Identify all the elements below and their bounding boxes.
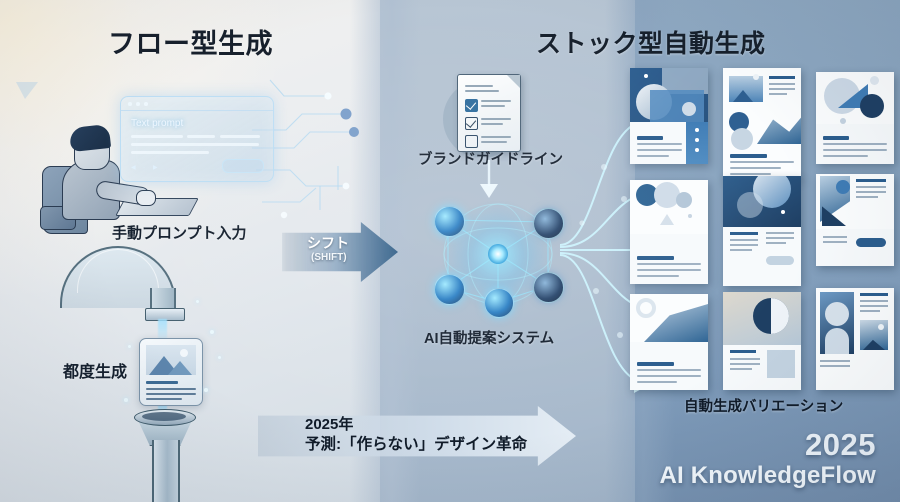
document-card[interactable]	[630, 294, 708, 390]
brand-label: AI KnowledgeFlow	[659, 462, 876, 489]
prediction-line-1: 2025年	[305, 416, 354, 433]
document-card[interactable]	[816, 72, 894, 164]
generated-image-card	[139, 338, 203, 406]
document-card[interactable]	[816, 174, 894, 266]
right-panel-title: ストック型自動生成	[536, 30, 766, 58]
person-at-computer-illustration	[36, 118, 199, 234]
brand-guideline-label: ブランドガイドライン	[418, 152, 563, 168]
year-label: 2025	[805, 427, 876, 462]
speech-bubble-tail	[16, 82, 38, 99]
drain-pipe	[152, 440, 180, 502]
prompt-send-button[interactable]	[222, 159, 264, 173]
funnel-rim-inner	[142, 412, 186, 421]
network-node-3	[434, 274, 465, 305]
window-dot-1	[128, 102, 132, 106]
brand-guideline-document-icon	[457, 74, 521, 152]
document-card[interactable]	[630, 68, 708, 164]
prediction-line-2: 予測:「作らない」デザイン革命	[305, 436, 528, 453]
document-card[interactable]	[723, 176, 801, 286]
window-title-bar	[121, 97, 273, 111]
prediction-arrow	[258, 406, 576, 466]
generated-documents-grid	[630, 68, 894, 390]
person-hand	[136, 190, 156, 206]
generated-variation-label: 自動生成バリエーション	[684, 399, 844, 415]
network-core-node	[488, 244, 508, 264]
window-dot-2	[136, 102, 140, 106]
network-node-5	[484, 288, 514, 318]
network-node-4	[533, 272, 564, 303]
network-node-2	[533, 208, 564, 239]
each-time-generation-label: 都度生成	[63, 364, 128, 381]
shift-label-en: (SHIFT)	[311, 252, 347, 263]
checkbox-empty-3	[465, 135, 478, 148]
checkbox-checked-1	[465, 99, 478, 112]
text-prompt-window[interactable]: Text prompt ◀ · ▶	[120, 96, 274, 182]
person-hair	[68, 123, 112, 153]
shift-label-jp: シフト	[307, 235, 349, 251]
document-card[interactable]	[723, 68, 801, 180]
checkbox-checked-2	[465, 117, 478, 130]
downward-arrow-icon	[480, 160, 498, 198]
mountain-shape-2	[168, 361, 192, 375]
ai-system-label: AI自動提案システム	[424, 331, 555, 347]
document-card[interactable]	[816, 288, 894, 390]
network-node-1	[434, 206, 465, 237]
ai-network-illustration	[418, 192, 578, 320]
page-fold-corner	[507, 75, 520, 88]
left-panel-title: フロー型生成	[108, 29, 273, 59]
window-dot-3	[144, 102, 148, 106]
sun-icon	[180, 349, 188, 357]
water-stream-top	[158, 319, 167, 341]
document-card[interactable]	[723, 292, 801, 390]
manual-prompt-input-label: 手動プロンプト入力	[112, 225, 247, 242]
card-thumbnail	[146, 345, 196, 375]
document-card[interactable]	[630, 180, 708, 284]
prompt-text: Text prompt	[131, 118, 184, 129]
